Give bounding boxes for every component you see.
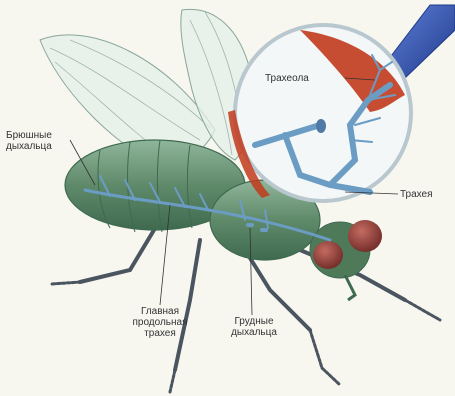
label-thoracic-spiracles-line2: дыхальца [222,327,286,338]
eye-right [348,220,382,252]
label-thoracic-spiracles-line1: Грудные [222,316,286,327]
label-main-trachea-line1: Главная [118,306,202,317]
label-abdominal-spiracles: Брюшные дыхальца [6,130,52,152]
label-tracheole: Трахеола [265,73,309,84]
magnifier [228,5,455,201]
label-abdominal-spiracles-line1: Брюшные [6,130,52,141]
label-main-trachea: Главная продольная трахея [118,306,202,339]
label-trachea: Трахея [400,189,433,200]
eye-left [313,241,343,269]
leg-1-tarsus [52,282,80,284]
leg-2 [175,240,200,370]
leg-3-tarsus [310,330,340,385]
label-main-trachea-line3: трахея [118,328,202,339]
leg-4-tarsus [405,300,440,320]
label-thoracic-spiracles: Грудные дыхальца [222,316,286,338]
proboscis [345,275,355,300]
leg-2-tarsus [170,370,175,392]
label-tracheole-text: Трахеола [265,73,309,84]
label-trachea-text: Трахея [400,189,433,200]
label-abdominal-spiracles-line2: дыхальца [6,141,52,152]
label-main-trachea-line2: продольная [118,317,202,328]
tube-opening [316,119,326,133]
